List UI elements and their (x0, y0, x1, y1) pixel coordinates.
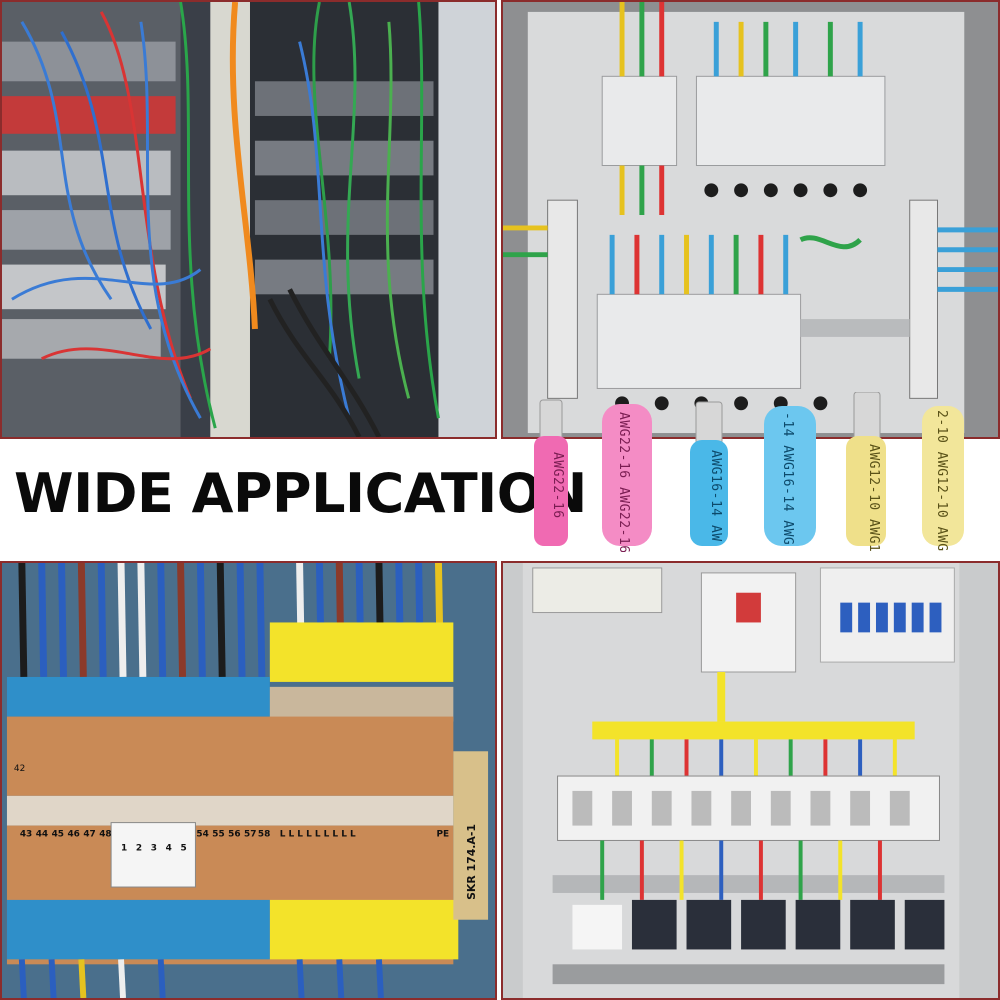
pe-tag: PE (436, 829, 449, 839)
vertical-block-label: SKR 174.A-1 (465, 824, 478, 900)
block-number: 57 (244, 829, 256, 839)
terminal-block-rail-photo: 42 43 44 45 46 47 48 54 55 56 57 58 1 2 … (0, 561, 497, 1000)
block-number: 48 (99, 829, 111, 839)
terminal-label: AWG16-14 AW (708, 450, 723, 542)
terminal-blue-1: AWG16-14 AW (690, 401, 728, 546)
terminal-yellow-2: 2-10 AWG12-10 AWG1 (922, 406, 964, 552)
terminal-pink-2: AWG22-16 AWG22-16 (602, 404, 652, 552)
block-number: 44 (36, 829, 48, 839)
left-tag-label: 42 (14, 764, 25, 774)
block-number: 58 (258, 829, 270, 839)
l-letters: L L L L L L L L L (280, 829, 356, 839)
block-number: 55 (212, 829, 224, 839)
breaker-panel-photo (501, 0, 1000, 439)
grid-number: 2 (136, 843, 142, 853)
server-rack-cabling-photo (0, 0, 497, 439)
terminal-label: 2-10 AWG12-10 AWG1 (934, 410, 949, 552)
block-number: 56 (228, 829, 240, 839)
heat-shrink-terminals: AWG22-16 AWG22-16 AWG22-16 AWG16-14 AW -… (530, 392, 1000, 552)
block-number: 43 (20, 829, 32, 839)
block-number: 45 (52, 829, 64, 839)
block-number: 47 (83, 829, 95, 839)
grid-number: 1 (121, 843, 127, 853)
terminal-blue-2: -14 AWG16-14 AWG (764, 406, 816, 546)
headline-band (0, 439, 1000, 561)
terminal-label: AWG22-16 AWG22-16 (616, 412, 631, 552)
terminal-yellow-1: AWG12-10 AWG12 (846, 392, 886, 552)
headline-text: WIDE APPLICATION (14, 462, 587, 525)
block-number: 54 (196, 829, 208, 839)
terminal-label: AWG12-10 AWG12 (866, 444, 881, 552)
control-cabinet-photo (501, 561, 1000, 1000)
grid-number: 4 (166, 843, 172, 853)
terminal-pink-1: AWG22-16 (534, 399, 568, 546)
grid-number: 5 (181, 843, 187, 853)
block-number: 46 (67, 829, 79, 839)
terminal-label: AWG22-16 (550, 452, 565, 519)
terminal-label: -14 AWG16-14 AWG (780, 412, 795, 545)
grid-number: 3 (151, 843, 157, 853)
